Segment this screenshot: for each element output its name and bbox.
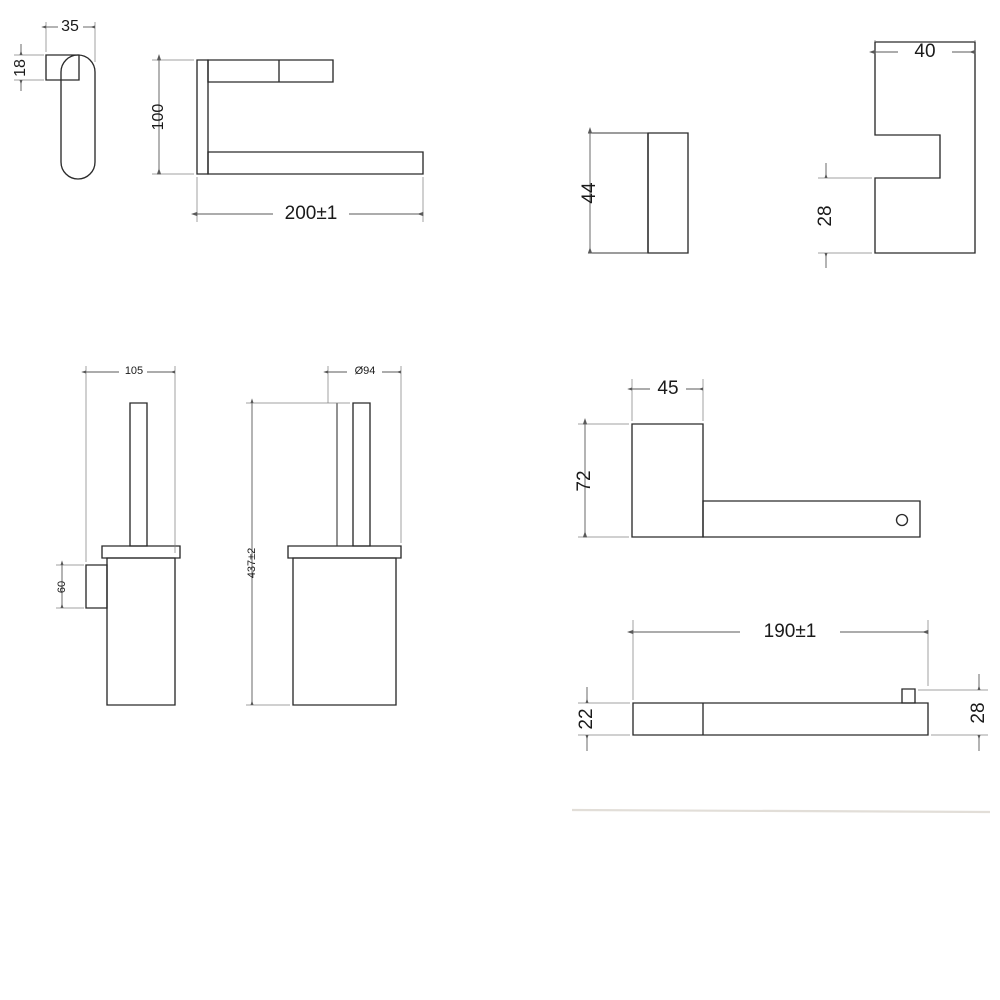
view-robe-hook-side: 40 28 xyxy=(815,40,976,268)
brush-front-collar xyxy=(287,545,402,559)
view-towel-ring-front: 100 200±1 xyxy=(150,54,424,224)
view-paper-holder-side: 45 72 xyxy=(574,378,921,538)
dim-label-100: 100 xyxy=(150,104,167,131)
view-towel-ring-side: 35 18 xyxy=(12,18,96,180)
towel-front-upper-arm xyxy=(207,59,334,83)
dim-label-72: 72 xyxy=(574,470,595,491)
dim-label-40: 40 xyxy=(914,41,935,62)
dim-label-437: 437±2 xyxy=(246,548,258,579)
view-paper-holder-top: 190±1 22 28 xyxy=(576,620,989,751)
dim-label-200: 200±1 xyxy=(285,203,338,224)
dim-label-190: 190±1 xyxy=(764,621,817,642)
dim-label-45: 45 xyxy=(657,378,678,399)
view-robe-hook-front: 44 xyxy=(579,127,689,254)
towel-front-back-post xyxy=(196,59,209,175)
brush-side-handle xyxy=(129,402,148,547)
brush-side-container xyxy=(106,557,176,706)
dim-label-44: 44 xyxy=(579,182,600,204)
dim-label-105: 105 xyxy=(125,365,143,377)
dim-label-diameter-94: Ø94 xyxy=(355,365,376,377)
faint-separator-rule xyxy=(571,808,991,814)
dim-label-60: 60 xyxy=(56,581,68,593)
brush-side-wall-bracket xyxy=(85,564,108,609)
brush-front-container xyxy=(292,557,397,706)
dim-label-35: 35 xyxy=(61,18,79,35)
brush-side-collar xyxy=(101,545,181,559)
towel-side-wall-plate xyxy=(45,54,80,81)
brush-front-handle xyxy=(352,402,371,547)
towel-side-arm-profile xyxy=(60,54,96,180)
hook-front-body xyxy=(647,132,689,254)
dim-label-18: 18 xyxy=(12,59,29,77)
view-toilet-brush-side: 105 60 xyxy=(56,365,181,706)
hook-side-profile xyxy=(874,41,976,254)
paper-top-tab xyxy=(901,688,916,704)
paper-side-arm xyxy=(702,500,921,538)
paper-side-end-hole xyxy=(895,513,909,527)
dim-label-28-hook: 28 xyxy=(815,205,836,226)
paper-side-wall-plate xyxy=(631,423,704,538)
view-toilet-brush-front: Ø94 437±2 xyxy=(246,365,402,706)
dim-label-28-paper: 28 xyxy=(968,702,989,723)
towel-front-lower-bar xyxy=(207,151,424,175)
paper-top-bar xyxy=(632,702,929,736)
dim-label-22: 22 xyxy=(576,708,597,729)
